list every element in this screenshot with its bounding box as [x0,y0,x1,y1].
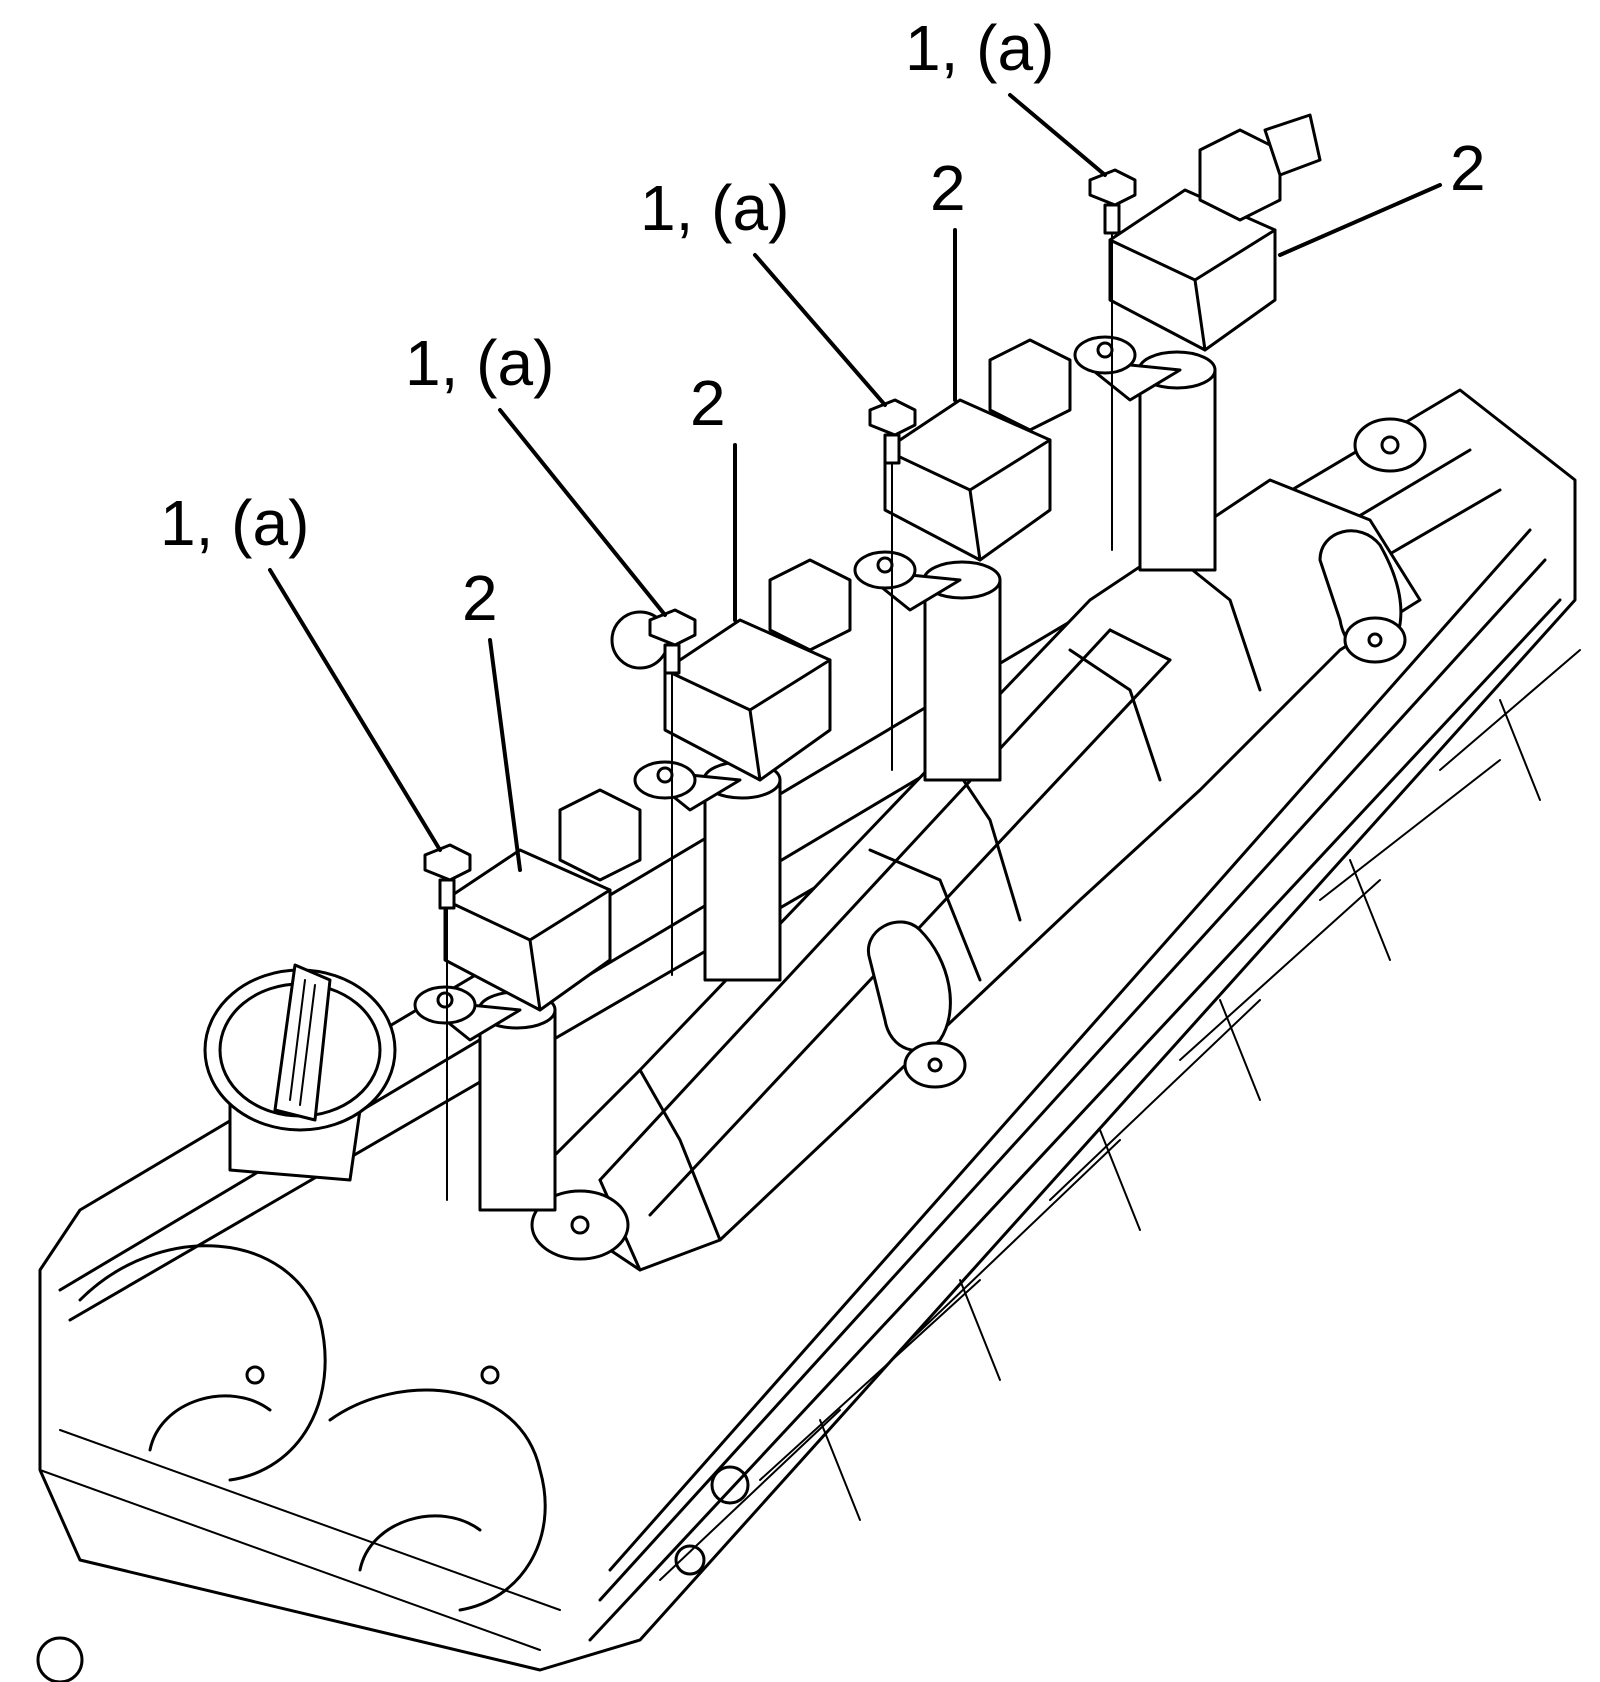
callout-coil-1: 2 [462,562,498,634]
callout-labels: 1, (a) 1, (a) 1, (a) 1, (a) 2 2 2 2 [160,12,1486,634]
oil-filler-cap [203,963,397,1182]
callout-bolt-4: 1, (a) [905,12,1054,84]
callout-coil-4: 2 [1450,132,1486,204]
ignition-coil-2 [610,558,852,982]
callout-coil-2: 2 [690,367,726,439]
ignition-coil-3 [853,338,1072,782]
callout-bolt-3: 1, (a) [640,172,789,244]
callout-coil-3: 2 [930,152,966,224]
leader-lines [268,93,1442,872]
callout-bolt-1: 1, (a) [160,487,309,559]
callout-bolt-2: 1, (a) [405,327,554,399]
ignition-coil-4 [1073,113,1322,572]
coil-boot-cover [518,417,1427,1272]
ignition-coil-1 [413,788,642,1212]
bolt-icon [423,168,1137,1201]
